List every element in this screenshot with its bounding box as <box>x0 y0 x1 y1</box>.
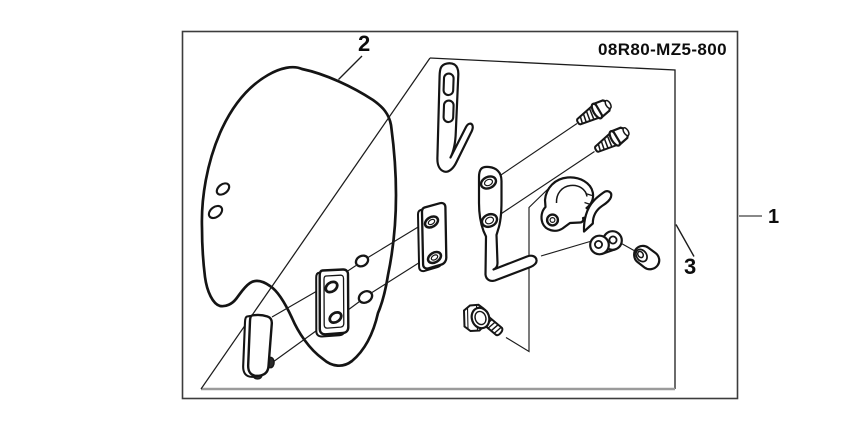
windshield-hole <box>357 290 374 304</box>
assembly-line <box>621 242 635 252</box>
mount-plate-hole <box>426 250 443 265</box>
flange-bolt-lower <box>462 303 504 337</box>
assembly-line <box>496 151 595 217</box>
callout-3-leader <box>675 224 695 257</box>
windshield-hole <box>354 254 370 268</box>
collar-hole <box>636 250 645 259</box>
garnish-hole <box>328 310 343 325</box>
mount-plate <box>416 201 448 273</box>
assembly-line <box>494 123 578 180</box>
kit-contents-box <box>201 57 676 391</box>
clamp-hole <box>545 213 560 227</box>
collar-spacer <box>633 244 661 271</box>
flange-bolt-upper-1 <box>572 95 616 131</box>
assembly-lines <box>200 57 635 390</box>
assembly-line <box>540 240 591 257</box>
assembly-line <box>272 329 319 363</box>
hook-bracket <box>582 190 623 256</box>
mount-plate-hole <box>423 215 440 229</box>
kit-box-diagonal-edge <box>200 57 431 390</box>
assembly-line <box>367 226 420 258</box>
cushion-clamp <box>540 176 595 232</box>
callout-2-label: 2 <box>358 31 371 56</box>
windshield-hole <box>215 182 231 196</box>
hook-bracket-boss-hole <box>594 239 604 249</box>
mount-stay-hole <box>480 212 499 229</box>
callout-leaders <box>338 55 762 257</box>
windshield <box>200 65 398 367</box>
garnish-plate <box>315 268 350 338</box>
callout-3-label: 3 <box>684 254 697 279</box>
lower-bolt-leader-line <box>505 188 549 353</box>
mount-stay <box>477 165 538 282</box>
hook-stay <box>436 62 474 173</box>
rubber-pad <box>242 313 275 380</box>
callout-1-label: 1 <box>768 206 780 228</box>
hook-stay-slot <box>442 72 455 97</box>
hook-stay-slot <box>442 99 455 124</box>
windshield-holes <box>207 182 374 304</box>
part-number: 08R80-MZ5-800 <box>598 40 727 59</box>
mount-stay-hole <box>479 175 498 190</box>
flange-bolt-upper-2 <box>590 122 634 158</box>
assembly-line <box>371 261 422 293</box>
garnish-hole <box>324 280 339 294</box>
diagram-frame <box>181 30 739 400</box>
windshield-hole <box>207 204 224 220</box>
assembly-line <box>271 290 318 318</box>
callout-2-leader <box>338 55 363 80</box>
